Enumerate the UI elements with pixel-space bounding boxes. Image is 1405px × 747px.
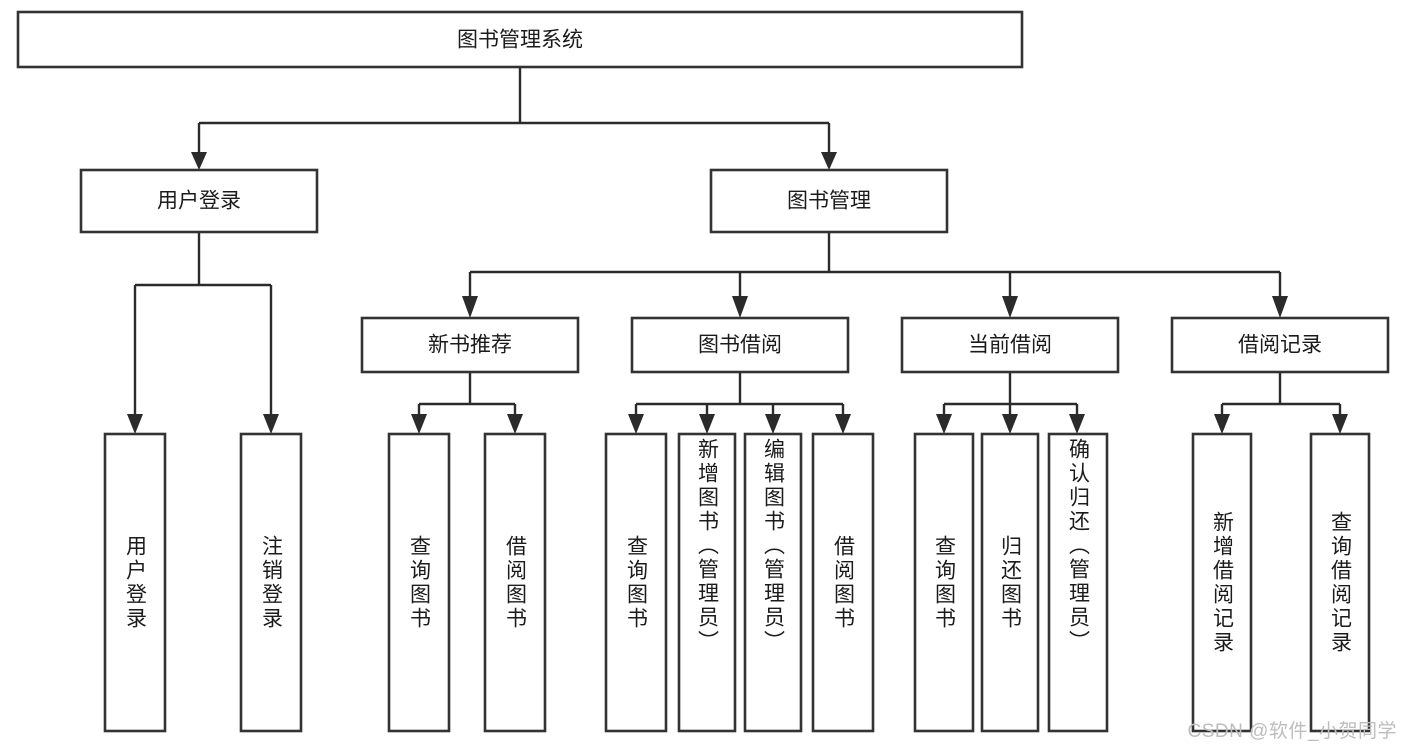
node-book-borrow-box[interactable]	[630, 316, 850, 374]
arrow-book-borrow-leaf-3	[765, 414, 781, 434]
leaf-box-user-login-1[interactable]	[103, 432, 167, 733]
arrow-book-borrow-leaf-1	[628, 414, 644, 434]
node-user-login-box[interactable]	[79, 168, 319, 234]
arrow-new-book-leaf-2	[507, 414, 523, 434]
node-book-borrow[interactable]: 图书借阅	[630, 316, 850, 374]
node-current-borrow[interactable]: 当前借阅	[900, 316, 1120, 374]
node-borrow-record-box[interactable]	[1170, 316, 1390, 374]
leaf-box-new-book-2[interactable]	[483, 432, 547, 733]
leaf-box-new-book-1[interactable]	[387, 432, 451, 733]
leaf-box-current-borrow-3[interactable]	[1047, 432, 1109, 733]
node-new-book-recommend[interactable]: 新书推荐	[360, 316, 580, 374]
arrow-to-current-borrow	[1002, 296, 1018, 318]
leaf-boxes	[103, 432, 1371, 733]
watermark-label: CSDN @软件_小贺同学	[1187, 721, 1397, 742]
node-borrow-record[interactable]: 借阅记录	[1170, 316, 1390, 374]
node-root-box[interactable]	[16, 10, 1024, 69]
node-borrow-record-label: 借阅记录	[1238, 334, 1322, 357]
node-user-login-label: 用户登录	[157, 190, 241, 213]
connector-layer	[127, 67, 1348, 434]
leaf-box-book-borrow-1[interactable]	[604, 432, 668, 733]
node-book-manage-label: 图书管理	[787, 190, 871, 213]
arrow-borrow-record-leaf-2	[1332, 414, 1348, 434]
arrow-current-borrow-leaf-2	[1002, 414, 1018, 434]
arrow-new-book-leaf-1	[411, 414, 427, 434]
node-root-label: 图书管理系统	[457, 29, 583, 52]
leaf-box-book-borrow-4[interactable]	[811, 432, 875, 733]
node-user-login[interactable]: 用户登录	[79, 168, 319, 234]
arrow-current-borrow-leaf-3	[1069, 414, 1085, 434]
arrow-to-new-book	[462, 296, 478, 318]
leaf-box-borrow-record-2[interactable]	[1309, 432, 1371, 733]
arrow-to-borrow-record	[1272, 296, 1288, 318]
leaf-box-book-borrow-2[interactable]	[677, 432, 737, 733]
arrow-user-login-leaf-1	[127, 414, 143, 434]
leaf-box-current-borrow-1[interactable]	[913, 432, 975, 733]
arrow-book-borrow-leaf-4	[835, 414, 851, 434]
leaf-box-book-borrow-3[interactable]	[743, 432, 803, 733]
arrow-user-login-leaf-2	[263, 414, 279, 434]
leaf-box-current-borrow-2[interactable]	[980, 432, 1040, 733]
node-new-book-recommend-label: 新书推荐	[428, 334, 512, 357]
arrow-to-user-login	[191, 152, 207, 170]
arrow-to-book-borrow	[732, 296, 748, 318]
leaf-box-borrow-record-1[interactable]	[1191, 432, 1253, 733]
arrow-borrow-record-leaf-1	[1214, 414, 1230, 434]
node-book-manage-box[interactable]	[709, 168, 949, 234]
node-current-borrow-label: 当前借阅	[968, 334, 1052, 357]
node-root[interactable]: 图书管理系统	[16, 10, 1024, 69]
arrow-current-borrow-leaf-1	[936, 414, 952, 434]
node-book-manage[interactable]: 图书管理	[709, 168, 949, 234]
node-new-book-recommend-box[interactable]	[360, 316, 580, 374]
leaf-box-user-login-2[interactable]	[239, 432, 303, 733]
node-current-borrow-box[interactable]	[900, 316, 1120, 374]
node-book-borrow-label: 图书借阅	[698, 334, 782, 357]
arrow-book-borrow-leaf-2	[699, 414, 715, 434]
arrow-to-book-manage	[821, 152, 837, 170]
